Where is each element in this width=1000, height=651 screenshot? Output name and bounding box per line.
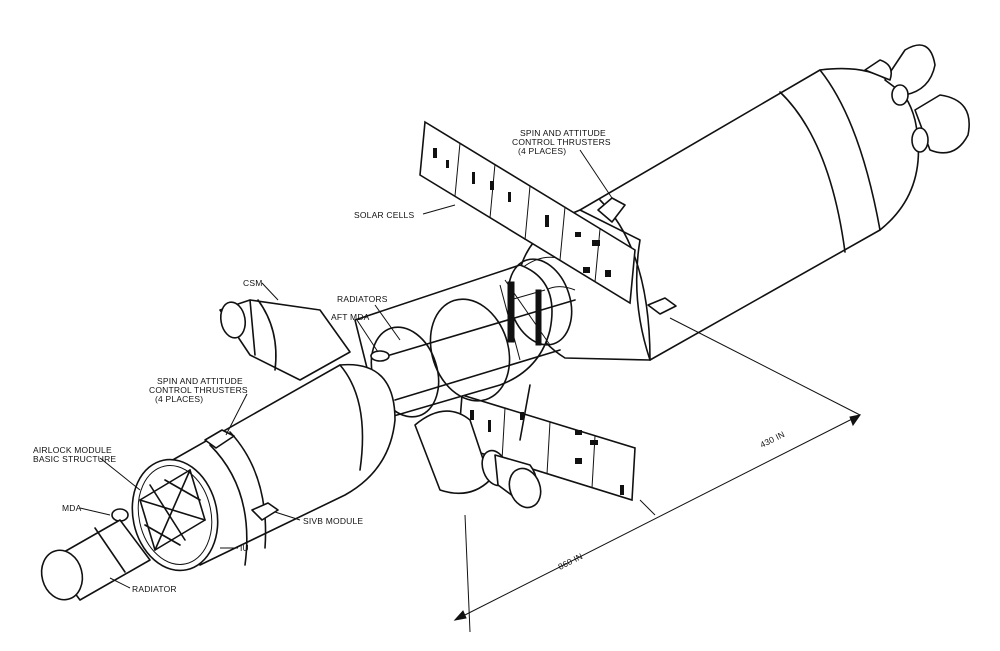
label-iu: IU [240,543,249,553]
airlock-truss [111,469,206,551]
label-mda: MDA [62,503,82,513]
label-airlock-module-2: BASIC STRUCTURE [33,454,116,464]
mda-radiator-cylinder [40,519,151,601]
center-engine [414,410,542,509]
main-cylinder [519,44,970,361]
label-spin-thrusters-upper-1: SPIN AND ATTITUDE [520,128,606,138]
dimension-lines [453,317,862,633]
label-spin-thrusters-upper-2: CONTROL THRUSTERS [512,137,611,147]
label-dimension-430: 430 IN [758,429,786,450]
label-spin-thrusters-lower-1: SPIN AND ATTITUDE [157,376,243,386]
label-spin-thrusters-lower-3: (4 PLACES) [155,394,203,404]
leader-lines [79,149,613,589]
label-radiator: RADIATOR [132,584,177,594]
label-spin-thrusters-upper-3: (4 PLACES) [518,146,566,156]
thruster-pod-mid [647,297,677,315]
thruster-pod-upper [597,197,626,223]
thruster-pod-sivb-lower [251,502,279,521]
label-csm: CSM [243,278,263,288]
label-spin-thrusters-lower-2: CONTROL THRUSTERS [149,385,248,395]
engine-bells [864,44,970,154]
csm-module [219,299,351,381]
label-airlock-module-1: AIRLOCK MODULE [33,445,112,455]
label-sivb-module: SIVB MODULE [303,516,363,526]
solar-array-upper [419,120,636,305]
label-dimension-860: 860 IN [556,551,584,572]
label-radiators: RADIATORS [337,294,388,304]
label-solar-cells: SOLAR CELLS [354,210,414,220]
interstage-truss [354,258,576,421]
label-aft-mda: AFT MDA [331,312,370,322]
